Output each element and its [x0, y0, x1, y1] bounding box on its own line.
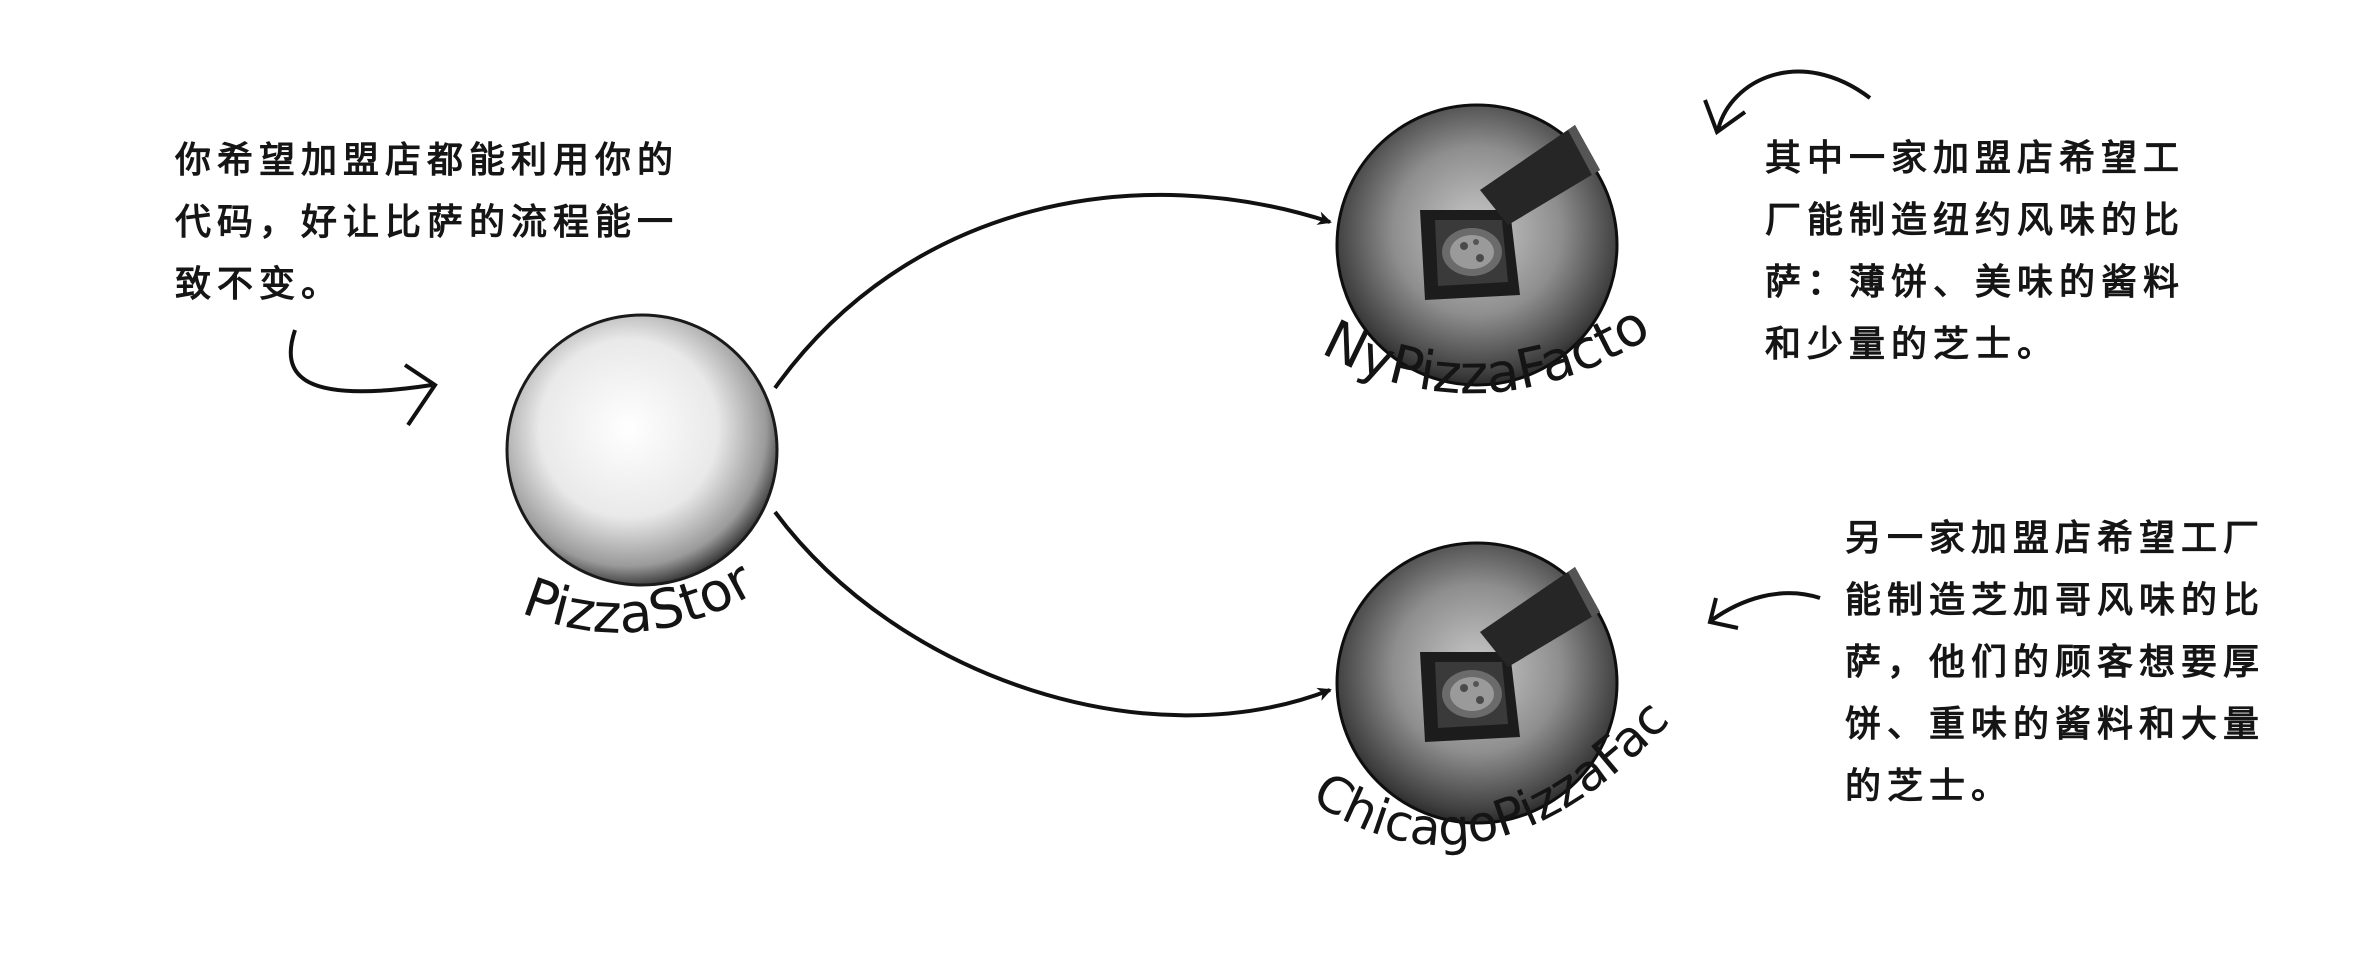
- arrow-store-to-chicago: [773, 510, 1332, 718]
- note-bottom-right: 另一家加盟店希望工厂 能制造芝加哥风味的比 萨，他们的顾客想要厚 饼、重味的酱料…: [1845, 518, 2266, 807]
- pizzastore-node: [505, 313, 779, 587]
- bottom-right-note-arrow: [1710, 591, 1821, 622]
- arrow-store-to-ny: [773, 193, 1332, 390]
- note-left: 你希望加盟店都能利用你的 代码，好让比萨的流程能一 致不变。: [175, 140, 680, 305]
- left-note-arrow: [288, 329, 433, 394]
- note-top-right: 其中一家加盟店希望工 厂能制造纽约风味的比 萨：薄饼、美味的酱料 和少量的芝士。: [1765, 138, 2186, 365]
- top-right-note-arrow: [1716, 69, 1872, 131]
